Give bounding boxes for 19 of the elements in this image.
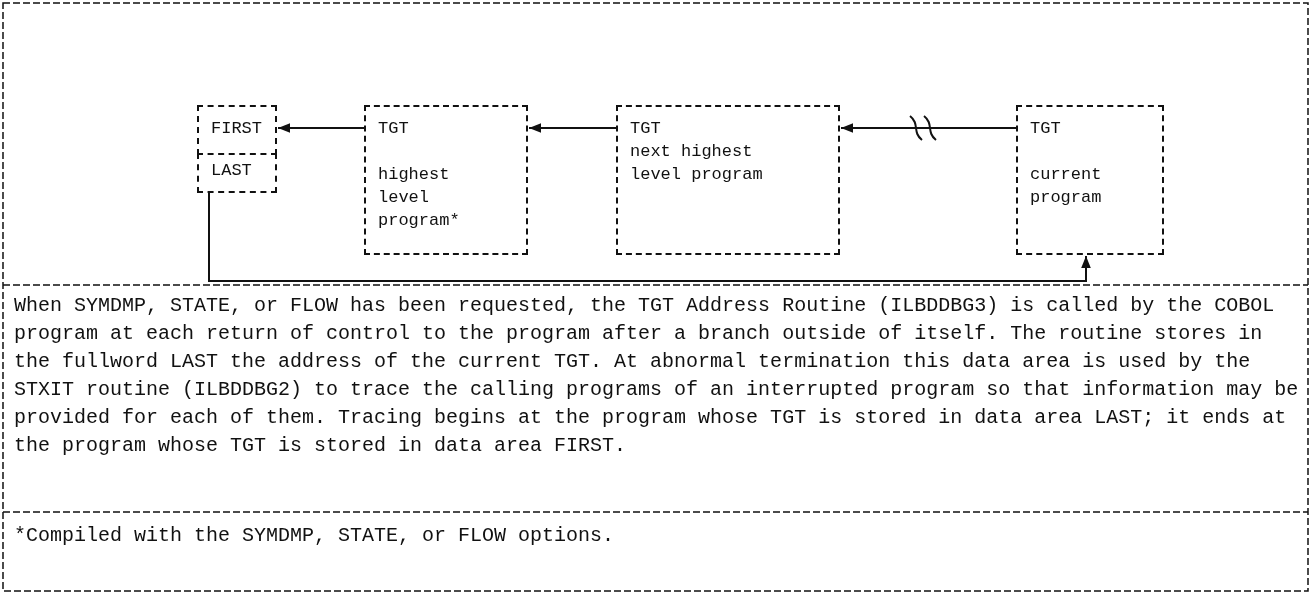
arrow [208,192,1091,282]
box-text: TGT [1030,118,1062,140]
box-text: highest level program* [378,164,461,232]
box-text: LAST [211,160,253,182]
dashed-box [197,105,277,155]
dashed-box [364,105,528,255]
description-paragraph: When SYMDMP, STATE, or FLOW has been requested, the TGT Address Routine (ILBDDBG3) is called by the COBOL program at each return of control to the program after a branch outside of itself. The routine stores in the fullword LAST the address of the current TGT. At abnormal termination this data area is used by the STXIT routine (ILBDDBG2) to trace the calling programs of an interrupted program so that information may be provided for each of them. Tracing begins at the program whose TGT is stored in data area LAST; it ends at the program whose TGT is stored in data area FIRST. [14,293,1300,459]
box-text: current program [1030,164,1103,209]
box-text: TGT [378,118,410,140]
footnote: *Compiled with the SYMDMP, STATE, or FLOW options. [14,523,616,549]
arrow [840,123,1017,133]
dashed-box [197,153,277,193]
box-text: TGT [630,118,662,140]
dashed-box [1016,105,1164,255]
arrow [528,123,617,133]
dashed-box [616,105,840,255]
box-text: next highest level program [630,141,764,186]
arrow [277,123,365,133]
box-text: FIRST [211,118,263,140]
